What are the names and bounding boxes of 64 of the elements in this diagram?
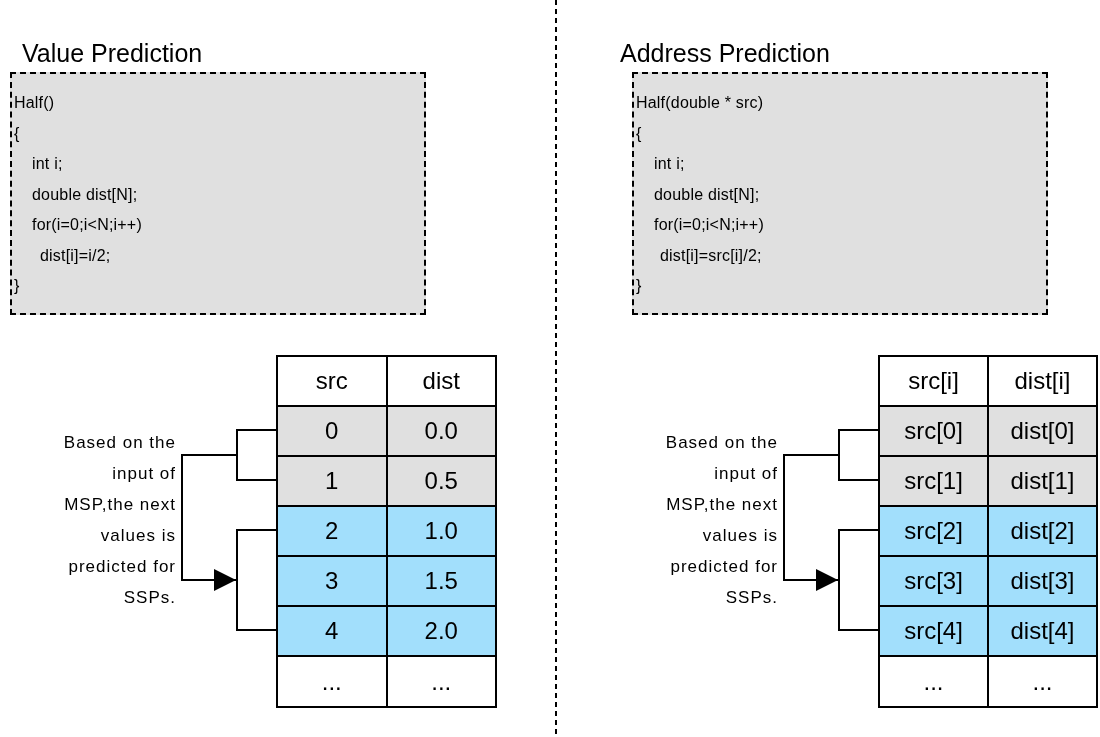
bracket — [236, 529, 276, 631]
ellipsis-cell-text: ... — [922, 666, 945, 697]
ellipsis-cell: ... — [385, 657, 495, 706]
bracket — [838, 529, 878, 631]
column-header: src — [314, 366, 349, 396]
code-line: { — [636, 123, 643, 144]
table-cell: dist[4] — [987, 607, 1096, 655]
table-cell-text: 1 — [324, 466, 340, 496]
table-cell-text: src[2] — [903, 516, 964, 546]
code-line: Half(double * src) — [636, 93, 765, 113]
table-row — [278, 457, 495, 507]
section-heading: Value Prediction — [22, 38, 204, 69]
column-header: dist[i] — [987, 357, 1096, 405]
table-cell: dist[2] — [987, 507, 1096, 555]
table-row — [278, 507, 495, 557]
code-line: { — [14, 123, 21, 144]
code-line: double dist[N]; — [653, 184, 761, 205]
table-cell: 0.5 — [385, 457, 495, 505]
table-cell-text: src[0] — [903, 416, 964, 446]
ellipsis-cell: ... — [987, 657, 1096, 706]
table-cell-text: src[3] — [903, 566, 964, 596]
table-row — [278, 607, 495, 657]
table-cell: dist[0] — [987, 407, 1096, 455]
table-row — [880, 507, 1096, 557]
note-text: Based on the input of MSP,the next values is predicted for SSPs. — [664, 432, 778, 609]
table-cell: 0.0 — [385, 407, 495, 455]
arrow — [181, 454, 237, 591]
table-cell: 1.5 — [385, 557, 495, 605]
table-cell-text: 2 — [324, 516, 340, 546]
section-heading: Address Prediction — [620, 38, 831, 69]
code-line: dist[i]=src[i]/2; — [659, 245, 763, 266]
note-text: Based on the input of MSP,the next values is predicted for SSPs. — [62, 432, 176, 609]
code-line: dist[i]=i/2; — [39, 245, 112, 266]
data-table — [276, 355, 497, 708]
table-cell-text: 3 — [324, 566, 340, 596]
table-row — [278, 407, 495, 457]
table-cell: 2.0 — [385, 607, 495, 655]
table-cell-text: src[1] — [903, 466, 964, 496]
table-row — [880, 607, 1096, 657]
column-header: src[i] — [907, 366, 960, 396]
code-line: int i; — [31, 154, 64, 174]
code-line: double dist[N]; — [31, 184, 139, 205]
code-line: Half() — [14, 93, 56, 113]
table-cell-text: src[4] — [903, 616, 964, 646]
code-line: for(i=0;i<N;i++) — [31, 215, 143, 235]
table-row — [880, 457, 1096, 507]
table-cell: 1.0 — [385, 507, 495, 555]
table-row — [278, 557, 495, 607]
code-line: } — [14, 276, 21, 296]
table-cell: dist[3] — [987, 557, 1096, 605]
bracket — [838, 429, 878, 481]
code-line: } — [636, 276, 643, 296]
table-row — [880, 557, 1096, 607]
ellipsis-cell-text: ... — [320, 666, 343, 697]
bracket — [236, 429, 276, 481]
code-line: int i; — [653, 154, 686, 174]
column-header: dist — [385, 357, 495, 405]
table-cell: dist[1] — [987, 457, 1096, 505]
code-line: for(i=0;i<N;i++) — [653, 215, 765, 235]
table-cell-text: 4 — [324, 616, 340, 646]
table-row — [880, 407, 1096, 457]
arrow — [783, 454, 839, 591]
table-cell-text: 0 — [324, 416, 340, 446]
data-table — [878, 355, 1098, 708]
